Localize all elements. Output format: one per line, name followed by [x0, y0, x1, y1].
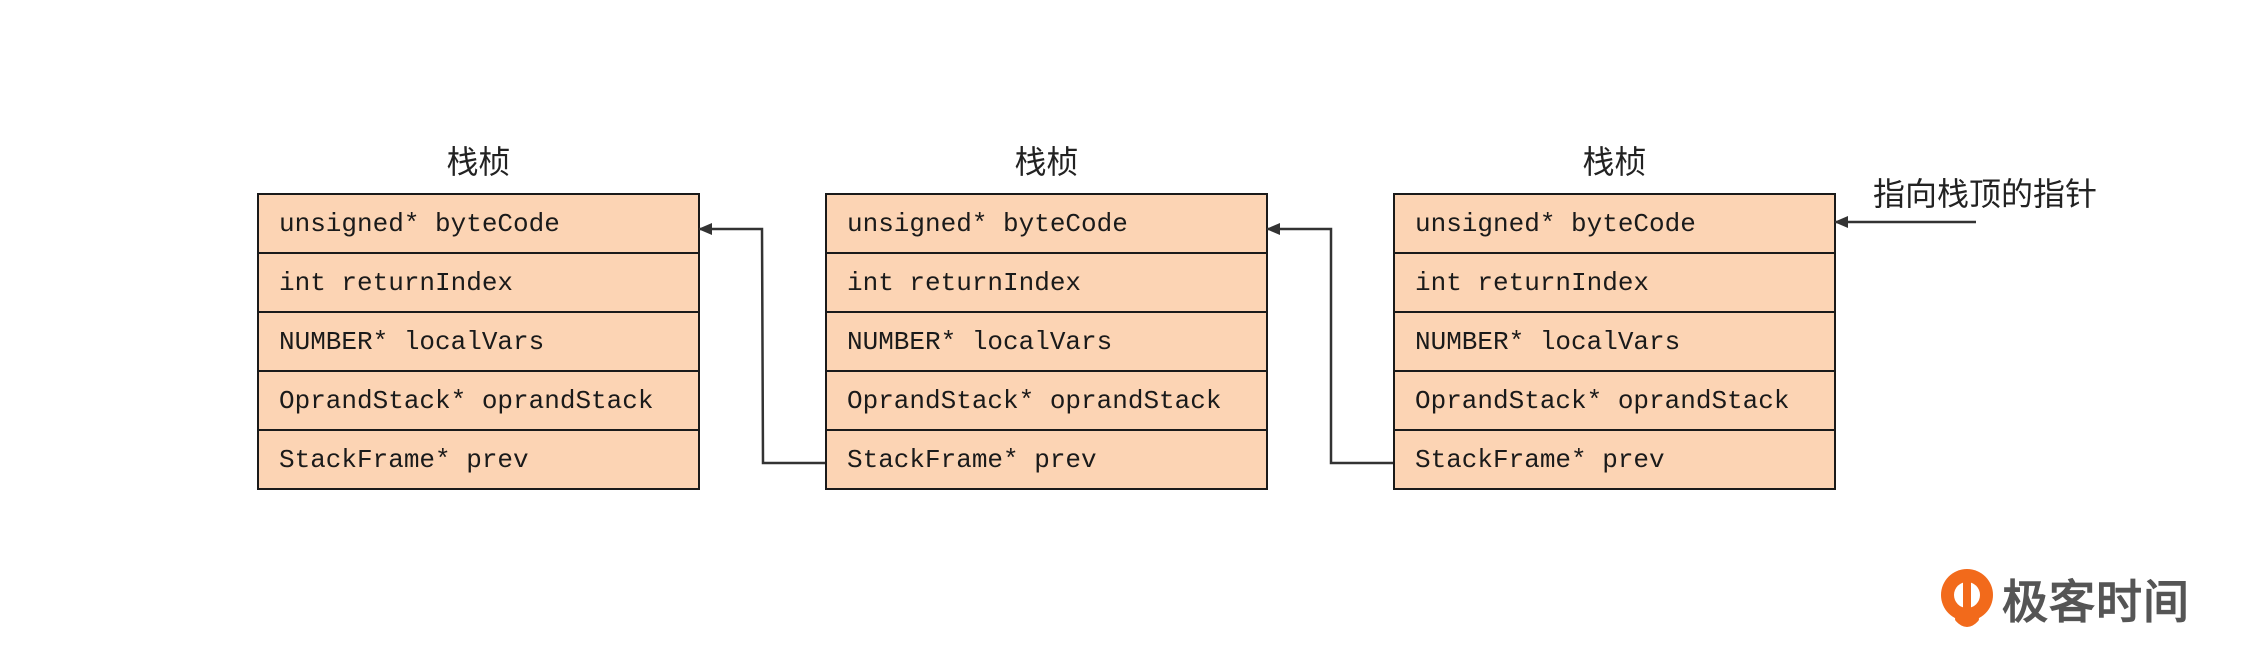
field-prev: StackFrame* prev [847, 444, 1097, 475]
field-prev: StackFrame* prev [1415, 444, 1665, 475]
field-bytecode: unsigned* byteCode [259, 195, 698, 254]
stack-frame-2: unsigned* byteCode int returnIndex NUMBE… [825, 193, 1268, 490]
field-local-vars: NUMBER* localVars [1395, 313, 1834, 372]
field-local-vars: NUMBER* localVars [827, 313, 1266, 372]
prev-pointer-arrow-2-to-1 [698, 223, 825, 465]
field-return-index: int returnIndex [827, 254, 1266, 313]
frame-2-title: 栈桢 [1014, 143, 1079, 181]
field-prev: StackFrame* prev [279, 444, 529, 475]
field-oprand-stack: OprandStack* oprandStack [1395, 372, 1834, 431]
field-oprand-stack: OprandStack* oprandStack [259, 372, 698, 431]
prev-pointer-arrow-3-to-2 [1266, 223, 1393, 465]
frame-1-title: 栈桢 [446, 143, 511, 181]
geektime-logo: 极客时间 [1938, 566, 2190, 632]
stack-frame-3: unsigned* byteCode int returnIndex NUMBE… [1393, 193, 1836, 490]
field-bytecode: unsigned* byteCode [1395, 195, 1834, 254]
logo-text: 极客时间 [2002, 575, 2190, 629]
field-return-index: int returnIndex [1395, 254, 1834, 313]
field-oprand-stack: OprandStack* oprandStack [827, 372, 1266, 431]
field-return-index: int returnIndex [259, 254, 698, 313]
field-bytecode: unsigned* byteCode [827, 195, 1266, 254]
top-pointer-label: 指向栈顶的指针 [1873, 175, 2098, 213]
stack-frame-1: unsigned* byteCode int returnIndex NUMBE… [257, 193, 700, 490]
geektime-logo-icon [1941, 569, 1993, 627]
frame-3-title: 栈桢 [1582, 143, 1647, 181]
field-local-vars: NUMBER* localVars [259, 313, 698, 372]
